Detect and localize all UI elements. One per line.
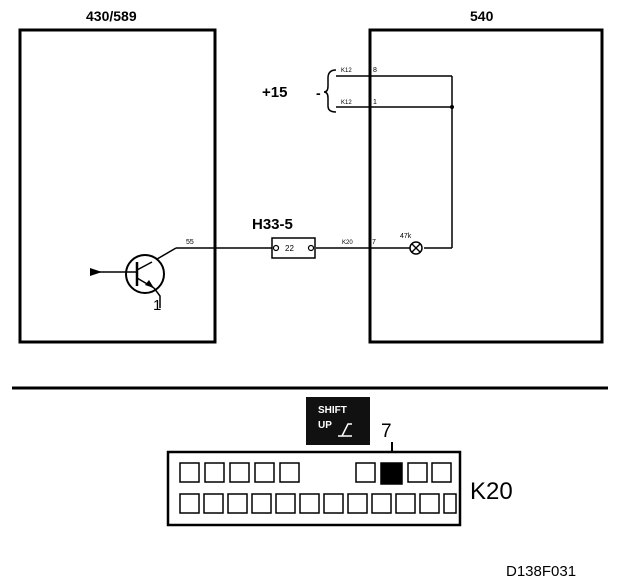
indicator-line1: SHIFT (318, 405, 347, 416)
k20-cell (179, 462, 200, 483)
k20-top-row (179, 462, 452, 485)
k20-highlight-pin: 7 (381, 421, 392, 442)
signal-input-pin: 7 (372, 239, 376, 246)
k20-cell (419, 493, 440, 514)
k20-cell (229, 462, 250, 483)
supply-wire-2-code: K12 (341, 100, 352, 106)
diagram-code: D138F031 (506, 563, 576, 580)
module-430-589-box (18, 28, 217, 344)
k20-cell (431, 462, 452, 483)
transistor-marker: 1 (153, 297, 161, 314)
k20-cell (323, 493, 344, 514)
k20-cell (279, 462, 300, 483)
base-arrow-icon (90, 268, 102, 276)
k20-cell (227, 493, 248, 514)
k20-cell (203, 493, 224, 514)
shift-up-indicator (306, 397, 370, 445)
supply-wire-1-pin: 8 (373, 67, 377, 74)
k20-cell (407, 462, 428, 483)
k20-cell (179, 493, 200, 514)
ground-wire (153, 287, 161, 308)
supply-minus: - (316, 85, 321, 101)
k20-cell (299, 493, 320, 514)
gear-lever-icon (338, 423, 352, 437)
k20-cell (204, 462, 225, 483)
k20-bottom-row (179, 493, 457, 514)
module-430-589-label: 430/589 (86, 8, 137, 24)
k20-cell (355, 462, 376, 483)
output-pin-label: 55 (186, 239, 194, 246)
supply-wire-2-pin: 1 (373, 99, 377, 106)
indicator-line2: UP (318, 420, 332, 431)
transistor-icon (125, 254, 165, 294)
signal-wire-code: K20 (342, 240, 353, 246)
module-540-box (368, 28, 604, 344)
k20-cell (251, 493, 272, 514)
k20-cell (254, 462, 275, 483)
supply-label: +15 (262, 84, 287, 101)
k20-cell (395, 493, 416, 514)
k20-cell (371, 493, 392, 514)
k20-cell (347, 493, 368, 514)
supply-wire-1-code: K12 (341, 68, 352, 74)
k20-label: K20 (470, 478, 513, 505)
k20-cell (443, 493, 457, 514)
k20-cell (275, 493, 296, 514)
supply-bracket (323, 69, 337, 113)
module-540-label: 540 (470, 8, 494, 24)
connector-label: H33-5 (252, 216, 293, 233)
resistor-label: 47k (400, 233, 412, 240)
k20-cell-highlighted (380, 462, 403, 485)
connector-pin: 22 (285, 244, 294, 253)
